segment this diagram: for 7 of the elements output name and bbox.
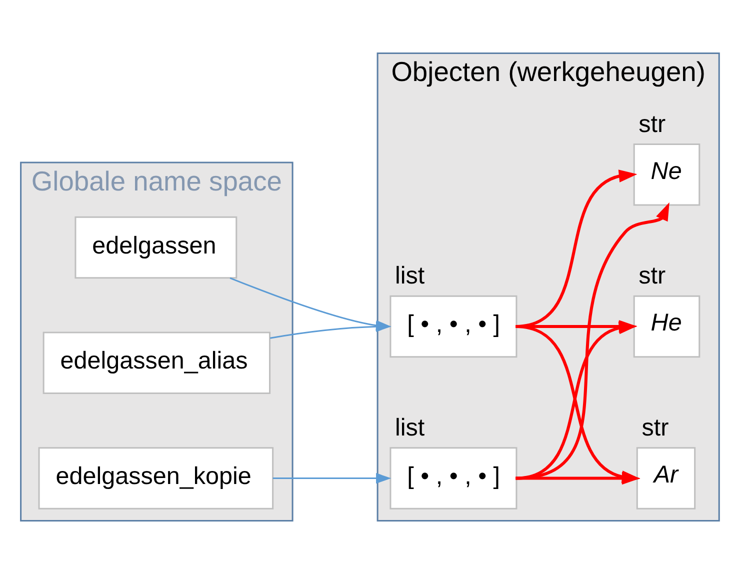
node-label: list bbox=[395, 262, 425, 290]
node-label: list bbox=[395, 414, 425, 442]
arrow bbox=[272, 472, 392, 484]
node-label: str bbox=[638, 110, 666, 138]
node-label: str bbox=[642, 414, 669, 442]
arrow bbox=[516, 202, 670, 480]
node-label: str bbox=[638, 262, 666, 290]
